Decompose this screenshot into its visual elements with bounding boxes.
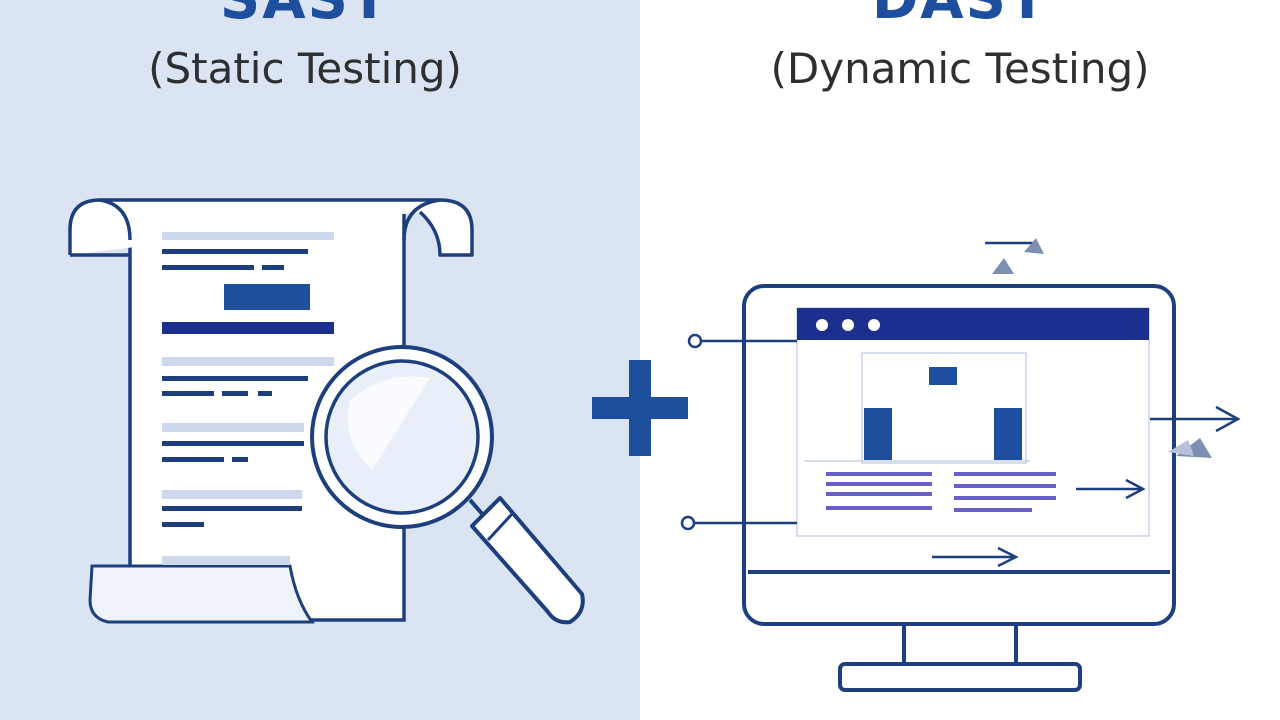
document-scroll-icon (68, 198, 474, 624)
arrow-bottom-icon (932, 546, 1019, 568)
connector-left-top (687, 333, 797, 349)
dast-subtitle: (Dynamic Testing) (770, 44, 1150, 93)
connector-left-bottom (680, 515, 797, 531)
signal-icon-right (1168, 438, 1212, 458)
dast-title: DAST (790, 0, 1130, 28)
sast-subtitle: (Static Testing) (148, 44, 462, 93)
plus-icon (592, 360, 688, 456)
arrow-icon (1150, 405, 1241, 433)
arrow-inner-icon (1076, 478, 1146, 500)
signal-icon-top (985, 238, 1044, 274)
sast-title: SAST (140, 0, 470, 28)
magnifying-glass-icon (310, 345, 585, 625)
browser-window-icon (796, 307, 1150, 537)
